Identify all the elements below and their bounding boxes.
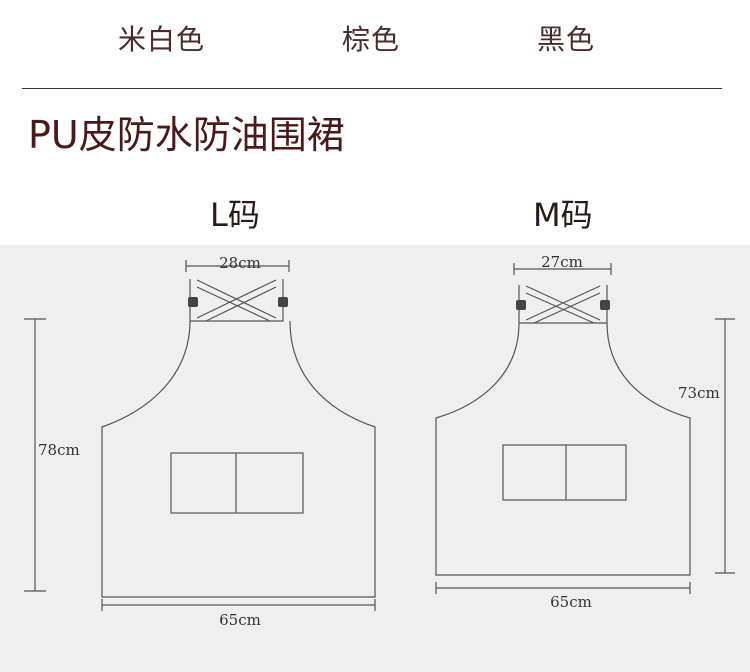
strap-cross-large	[196, 279, 277, 322]
color-option-cream[interactable]: 米白色	[118, 23, 206, 56]
color-option-black[interactable]: 黑色	[537, 23, 596, 56]
size-diagram: 28cm 78cm 65cm 27cm 73cm 65cm	[24, 253, 735, 629]
height-label-large: 78cm	[38, 441, 80, 459]
neck-width-label-medium: 27cm	[541, 253, 583, 271]
color-option-brown[interactable]: 棕色	[342, 23, 401, 56]
rivet-left-large	[188, 297, 198, 307]
size-label-medium: M码	[533, 196, 593, 234]
width-label-large: 65cm	[219, 611, 261, 629]
apron-large	[24, 260, 376, 611]
pocket-medium	[502, 444, 627, 501]
size-diagram-panel: 28cm 78cm 65cm 27cm 73cm 65cm	[0, 245, 750, 672]
rivet-right-medium	[600, 300, 610, 310]
width-label-medium: 65cm	[550, 593, 592, 611]
apron-medium	[435, 263, 735, 594]
size-label-large: L码	[210, 196, 260, 234]
apron-body-medium	[435, 322, 691, 576]
header-divider	[22, 88, 722, 89]
apron-body-large	[101, 320, 376, 598]
product-title: PU皮防水防油围裙	[28, 113, 345, 157]
strap-cross-medium	[525, 285, 601, 324]
rivet-left-medium	[516, 300, 526, 310]
rivet-right-large	[278, 297, 288, 307]
neck-width-label-large: 28cm	[219, 254, 261, 272]
height-label-medium: 73cm	[678, 384, 720, 402]
color-options: 米白色 棕色 黑色	[0, 18, 750, 58]
pocket-large	[170, 452, 304, 514]
